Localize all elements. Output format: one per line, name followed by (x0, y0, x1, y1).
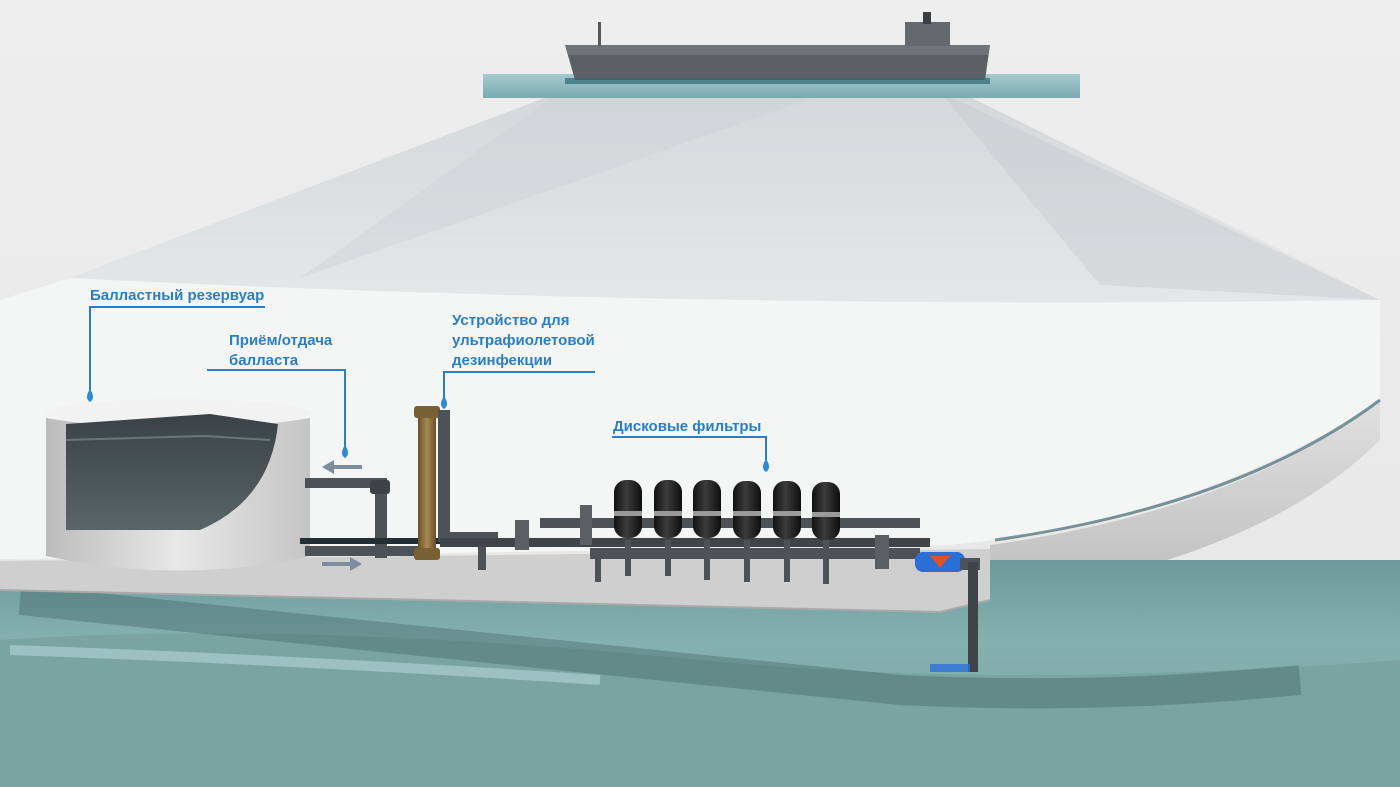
label-ballast-tank: Балластный резервуар (90, 287, 265, 304)
arrow-left-icon (322, 460, 362, 474)
water-drop-icon (763, 459, 769, 472)
leader-uv-device (443, 371, 595, 398)
leader-disc-filters (612, 436, 767, 461)
label-ballast-intake-line2: балласта (229, 352, 299, 369)
main-pipeline (440, 505, 930, 582)
leader-ballast-tank (89, 306, 265, 392)
uv-device-drawing (414, 406, 498, 570)
water-drop-icon (342, 445, 348, 458)
label-uv-device-line3: дезинфекции (452, 352, 553, 369)
arrow-right-icon (322, 557, 362, 571)
ballast-tank-drawing (46, 399, 310, 571)
label-uv-device-line2: ультрафиолетовой (452, 332, 595, 349)
label-ballast-intake: Приём/отдача балласта (229, 331, 332, 371)
label-disc-filters: Дисковые фильтры (613, 418, 762, 435)
leader-ballast-intake (207, 369, 346, 447)
disc-filters-drawing (614, 480, 840, 584)
water-drop-icon (87, 389, 93, 402)
water-drop-icon (441, 396, 447, 409)
label-ballast-intake-line1: Приём/отдача (229, 332, 333, 349)
outlet-valve-drawing (875, 535, 980, 672)
label-uv-device-line1: Устройство для (452, 312, 570, 329)
ship-drawing (483, 12, 1080, 98)
label-uv-device: Устройство для ультрафиолетовой дезинфек… (452, 311, 595, 371)
